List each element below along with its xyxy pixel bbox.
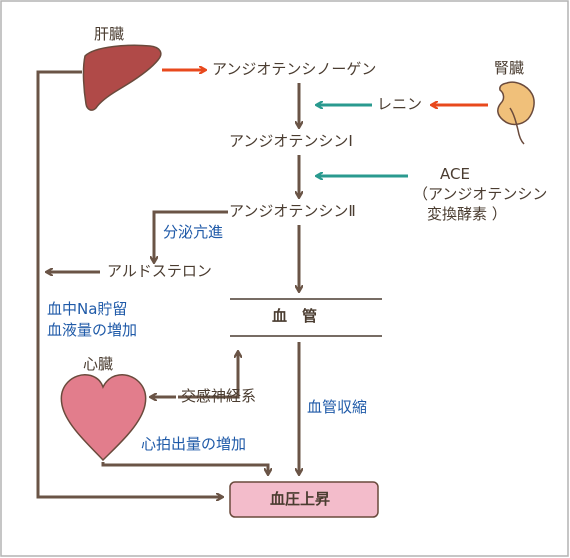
sympathetic-label: 交感神経系: [181, 387, 257, 405]
ace-label: ACE: [440, 165, 470, 183]
heart-icon: [60, 374, 147, 462]
kidney-label: 腎臓: [494, 59, 525, 77]
na-retention-label: 血中Na貯留: [47, 300, 128, 318]
angiotensinogen-label: アンジオテンシノーゲン: [212, 60, 377, 78]
arrow-sympathetic-to-vessel: [178, 352, 238, 399]
vasoconstriction-label: 血管収縮: [307, 398, 368, 416]
renin-label: レニン: [377, 95, 423, 113]
heart-label: 心臓: [83, 355, 114, 373]
vessel-label: 血 管: [272, 307, 318, 325]
ace-fullname-line1: （アンジオテンシン: [413, 185, 548, 203]
cardiac-output-label: 心拍出量の増加: [141, 435, 247, 453]
angiotensin2-label: アンジオテンシンⅡ: [229, 202, 356, 220]
aldosterone-label: アルドステロン: [107, 262, 212, 280]
ace-fullname-line2: 変換酵素 ）: [427, 205, 507, 223]
blood-volume-label: 血液量の増加: [47, 321, 138, 339]
kidney-icon: [497, 81, 535, 145]
angiotensin1-label: アンジオテンシンⅠ: [229, 132, 353, 150]
liver-label: 肝臓: [94, 25, 125, 43]
liver-icon: [82, 44, 162, 111]
arrow-heart-to-bp: [101, 462, 268, 474]
arrow-liver-to-bp: [36, 70, 222, 497]
arrow-to-aldosterone: [154, 210, 228, 262]
secretion-label: 分泌亢進: [163, 223, 224, 241]
bp-box: [229, 481, 379, 518]
bp-rise-label: 血圧上昇: [270, 490, 331, 508]
